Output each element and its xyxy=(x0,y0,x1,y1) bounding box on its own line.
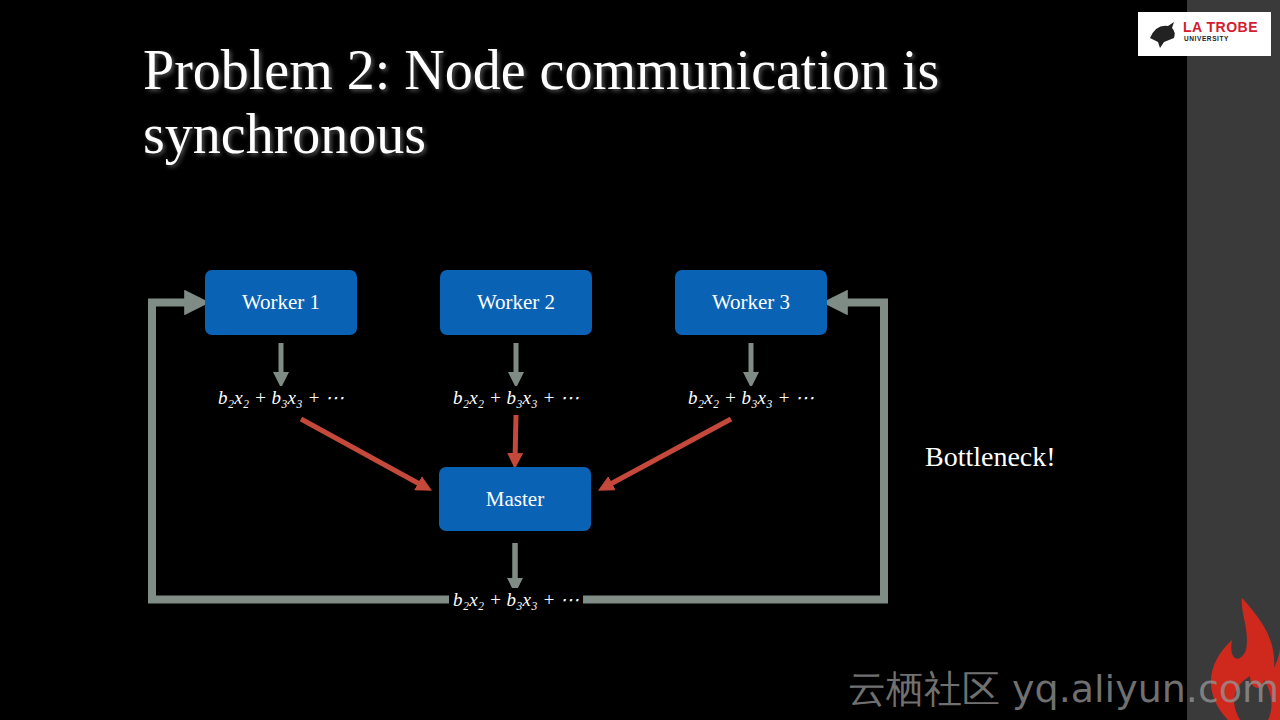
connector-line xyxy=(605,419,731,487)
note-text: Bottleneck! xyxy=(925,441,1056,473)
logo-panel xyxy=(1138,12,1271,56)
process-box: Worker 3 xyxy=(675,270,827,335)
logo-text: LA TROBE xyxy=(1183,19,1258,35)
edge-label: b₂x₂ + b₃x₃ + ⋯ xyxy=(449,386,583,409)
logo-bird xyxy=(1150,22,1175,48)
connector-line xyxy=(515,415,516,461)
box-label: Worker 3 xyxy=(712,290,790,315)
box-label: Worker 1 xyxy=(242,290,320,315)
watermark: 云栖社区 yq.aliyun.com xyxy=(848,664,1279,715)
connector xyxy=(152,303,515,600)
connector-line xyxy=(514,343,519,380)
side-band xyxy=(1187,0,1280,720)
connector-line xyxy=(279,343,284,380)
box-label: Master xyxy=(486,487,544,512)
connector-line xyxy=(301,419,425,487)
edge-label: b₂x₂ + b₃x₃ + ⋯ xyxy=(214,386,348,409)
connector-line xyxy=(513,543,518,586)
slide-title: Problem 2: Node communication is synchro… xyxy=(143,38,1143,166)
process-box: Worker 2 xyxy=(440,270,592,335)
connector-line xyxy=(515,303,884,600)
edge-label: b₂x₂ + b₃x₃ + ⋯ xyxy=(684,386,818,409)
logo-text: UNIVERSITY xyxy=(1184,35,1229,42)
formula-text: b₂x₂ + b₃x₃ + ⋯ xyxy=(449,588,583,611)
connector-line xyxy=(513,543,518,586)
connector-line xyxy=(749,343,754,380)
connector-line xyxy=(152,303,515,600)
connector xyxy=(605,343,751,487)
box-label: Worker 2 xyxy=(477,290,555,315)
connector xyxy=(281,343,425,487)
process-box: Worker 1 xyxy=(205,270,357,335)
connector xyxy=(515,303,884,600)
process-box: Master xyxy=(439,467,591,531)
